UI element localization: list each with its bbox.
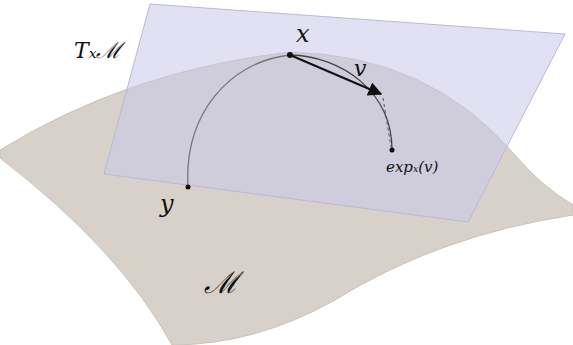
point-label: x xyxy=(296,22,310,46)
tangent-space-label: Tₓℳ xyxy=(74,40,121,62)
geodesic-y-x xyxy=(188,55,290,187)
geodesic-x-exp xyxy=(290,55,392,150)
projection-dashed xyxy=(383,98,391,147)
exp-map-label: expₓ(v) xyxy=(386,160,438,175)
vector-label: v xyxy=(354,58,366,80)
tangent-plane xyxy=(104,4,565,222)
point-y xyxy=(186,185,191,190)
tangent-vector xyxy=(290,55,381,94)
point-label: y xyxy=(160,192,174,216)
point-exp xyxy=(390,148,395,153)
manifold-label: ℳ xyxy=(204,268,239,298)
point-x xyxy=(287,52,293,58)
